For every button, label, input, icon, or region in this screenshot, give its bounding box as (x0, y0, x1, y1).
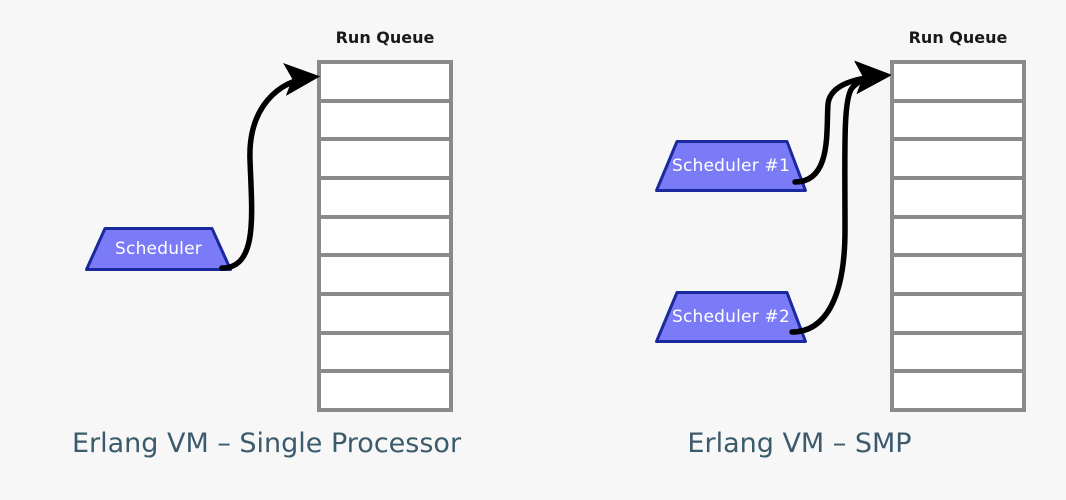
run-queue-cell (321, 64, 449, 103)
trapezoid-shape (655, 291, 807, 343)
scheduler-label: Scheduler (115, 239, 202, 259)
run-queue-label: Run Queue (908, 28, 1008, 47)
run-queue-cell (321, 334, 449, 374)
scheduler-node: Scheduler (85, 227, 232, 271)
diagram-smp: Run Queue Scheduler #1 Scheduler #2 Erla… (533, 0, 1066, 500)
run-queue-cell (894, 64, 1022, 103)
run-queue-cell (894, 141, 1022, 181)
run-queue-cell (894, 102, 1022, 142)
caption-single-processor: Erlang VM – Single Processor (71, 428, 462, 459)
run-queue-cell (894, 257, 1022, 297)
scheduler-node-2: Scheduler #2 (655, 291, 807, 343)
run-queue-cell (321, 296, 449, 335)
run-queue-smp (890, 60, 1026, 412)
run-queue-cell (894, 334, 1022, 374)
run-queue-cell (894, 180, 1022, 219)
run-queue-cell (321, 102, 449, 142)
run-queue-label: Run Queue (335, 28, 435, 47)
run-queue-cell (321, 218, 449, 258)
run-queue-cell (894, 296, 1022, 335)
run-queue-cell (894, 373, 1022, 409)
diagram-single-processor: Run Queue Scheduler Erlang VM – Single P… (71, 28, 462, 459)
run-queue-cell (321, 141, 449, 181)
scheduler-node-1: Scheduler #1 (655, 140, 807, 192)
scheduler-label: Scheduler #1 (672, 156, 790, 176)
run-queue-single (317, 60, 453, 412)
run-queue-cell (321, 373, 449, 409)
scheduler-label: Scheduler #2 (672, 307, 790, 327)
caption-smp: Erlang VM – SMP (687, 428, 912, 459)
run-queue-cell (321, 180, 449, 219)
run-queue-cell (321, 257, 449, 297)
run-queue-cell (894, 218, 1022, 258)
